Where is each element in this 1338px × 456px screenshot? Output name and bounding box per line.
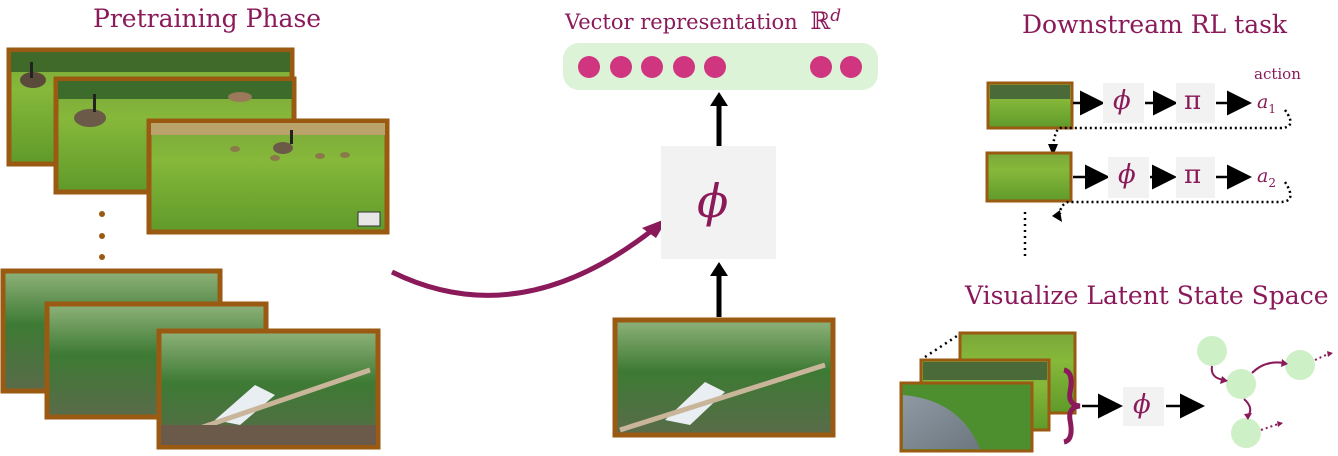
geese-frame-3 (146, 118, 390, 235)
brace-icon (1063, 367, 1081, 445)
rl-phi-symbol-2: ϕ (1118, 160, 1136, 190)
vector-label-text: Vector representation (565, 10, 798, 34)
waterfall-frame-3 (156, 328, 381, 450)
encoder-up-arrow-bottom (710, 262, 728, 317)
rl-action-2: a2 (1257, 165, 1276, 190)
latent-node-4 (1231, 418, 1261, 448)
latent-node-2 (1226, 369, 1256, 399)
vector-representation-bar (563, 43, 878, 90)
dotted-arrow-icon-1 (1048, 109, 1292, 156)
action-1-letter: a (1257, 91, 1269, 113)
encoder-up-arrow-top (710, 92, 728, 146)
real-space-symbol: ℝ (810, 7, 831, 35)
visualize-phi-symbol: ϕ (1133, 390, 1151, 420)
rl-action-1: a1 (1257, 91, 1276, 116)
visualize-phi-box (1123, 387, 1164, 426)
latent-frame-3 (899, 381, 1034, 453)
rl-frame-1 (986, 81, 1074, 130)
rl-phi-box-2 (1108, 157, 1149, 198)
visualize-dotted-line (924, 332, 961, 359)
rl-pi-symbol-1: π (1184, 86, 1202, 116)
rl-phi-box-1 (1103, 83, 1144, 123)
latent-node-3 (1285, 350, 1315, 380)
rl-pi-symbol-2: π (1184, 160, 1202, 190)
phi-encoder-box (661, 146, 776, 259)
action-2-sub: 2 (1268, 175, 1276, 190)
rl-frame-2 (985, 151, 1073, 203)
action-label: action (1254, 65, 1301, 83)
downstream-title: Downstream RL task (1022, 10, 1288, 39)
encoder-input-frame (612, 317, 836, 438)
dimension-exponent: d (830, 6, 842, 26)
rl-phi-symbol-1: ϕ (1113, 86, 1131, 116)
vector-dots (578, 56, 862, 78)
rl-pi-box-1 (1176, 83, 1215, 123)
rl-pi-box-2 (1176, 157, 1215, 198)
latent-graph (1197, 336, 1333, 448)
visualize-title: Visualize Latent State Space (965, 281, 1329, 310)
dotted-arrow-icon-2 (1052, 181, 1292, 222)
pretraining-title: Pretraining Phase (93, 4, 322, 33)
latent-node-1 (1197, 336, 1227, 366)
action-1-sub: 1 (1268, 101, 1276, 116)
ellipsis-icon (99, 211, 105, 260)
action-2-letter: a (1257, 165, 1269, 187)
encoder-phi-symbol: ϕ (697, 174, 729, 228)
vector-representation-label: Vector representation ℝd (565, 6, 841, 35)
pretraining-to-encoder-arrow (390, 218, 668, 298)
